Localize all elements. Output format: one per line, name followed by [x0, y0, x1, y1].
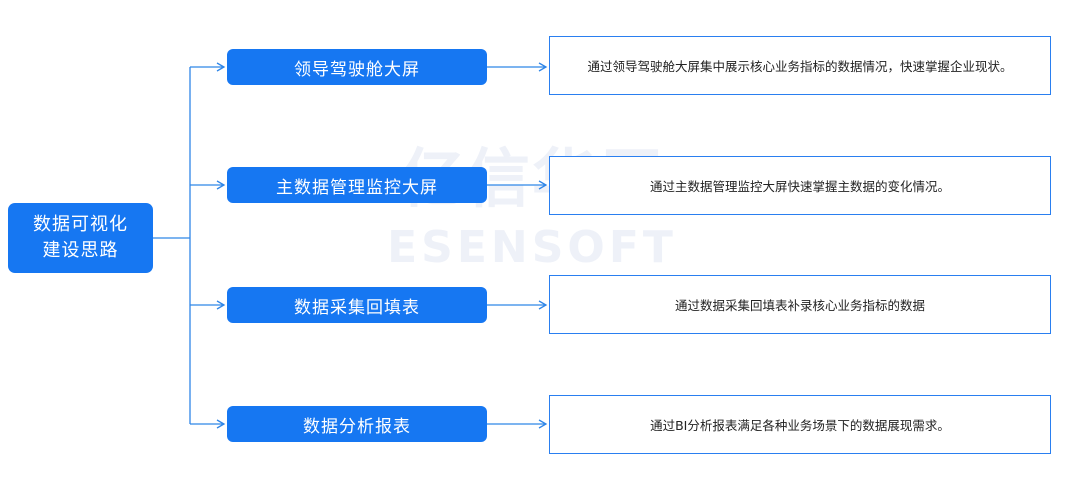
root-label: 数据可视化建设思路 [33, 214, 128, 261]
branch-node-1: 领导驾驶舱大屏 [227, 49, 487, 85]
description-box-4: 通过BI分析报表满足各种业务场景下的数据展现需求。 [549, 395, 1051, 454]
root-node: 数据可视化建设思路 [8, 203, 153, 273]
branch-node-4: 数据分析报表 [227, 406, 487, 442]
description-box-2: 通过主数据管理监控大屏快速掌握主数据的变化情况。 [549, 156, 1051, 215]
description-box-1: 通过领导驾驶舱大屏集中展示核心业务指标的数据情况，快速掌握企业现状。 [549, 36, 1051, 95]
branch-node-3: 数据采集回填表 [227, 287, 487, 323]
branch-node-2: 主数据管理监控大屏 [227, 167, 487, 203]
description-box-3: 通过数据采集回填表补录核心业务指标的数据 [549, 275, 1051, 334]
